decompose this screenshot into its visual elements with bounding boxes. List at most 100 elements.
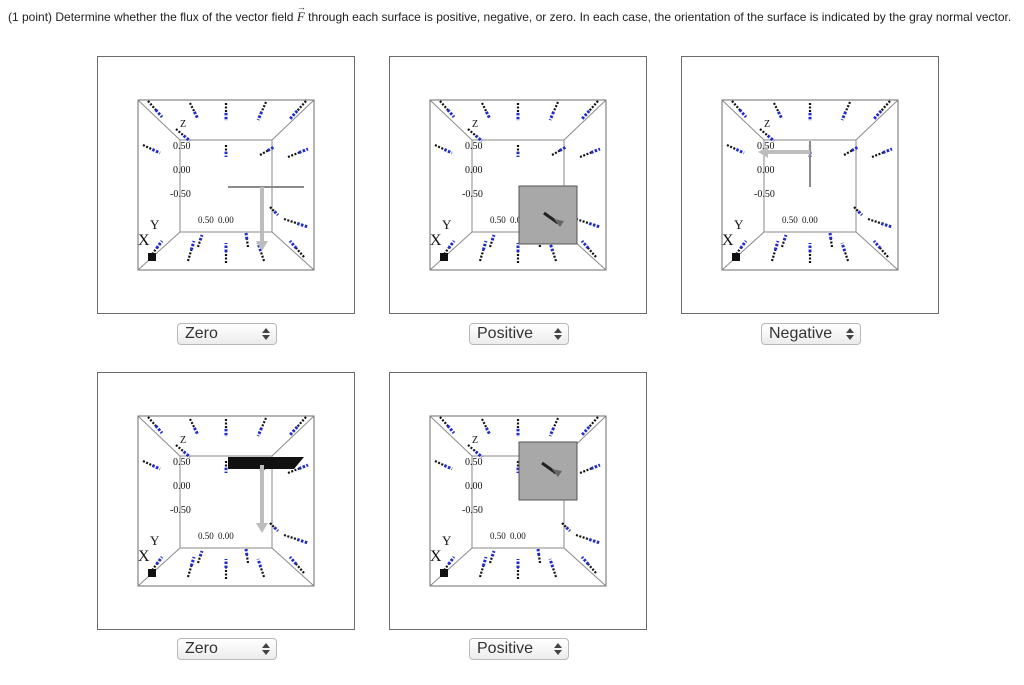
field-arrow-shaft xyxy=(434,144,445,151)
field-arrow-shaft xyxy=(142,460,153,467)
field-arrow-head xyxy=(773,240,780,251)
field-arrow-head xyxy=(828,232,833,240)
box-frame xyxy=(429,415,607,587)
field-arrow-head xyxy=(151,148,161,155)
x-axis-label: X xyxy=(138,548,150,565)
field-arrow-head xyxy=(580,109,591,120)
field-arrow-head xyxy=(490,550,496,557)
field-arrow-shaft xyxy=(189,102,196,113)
frame-edge xyxy=(429,415,473,457)
field-arrow-head xyxy=(198,550,204,557)
answer-select-3[interactable]: Negative xyxy=(761,323,861,345)
z-tick-mid: 0.00 xyxy=(757,165,775,176)
field-arrow-head xyxy=(443,148,453,155)
z-tick-bot: -0.50 xyxy=(170,505,191,516)
normal-vector-shaft xyxy=(541,461,557,475)
field-arrow-head xyxy=(735,148,745,155)
field-arrow-shaft xyxy=(467,128,477,137)
y-axis-label: Y xyxy=(150,533,160,548)
frame-edge xyxy=(429,99,473,141)
frame-edge xyxy=(563,547,607,587)
field-arrow-head xyxy=(244,232,249,240)
normal-vector-head xyxy=(256,523,268,533)
y-tick-b: 0.00 xyxy=(802,215,818,225)
z-tick-top: 0.50 xyxy=(173,457,191,468)
answer-select-5-value: Positive xyxy=(477,640,534,657)
z-tick-top: 0.50 xyxy=(173,141,191,152)
field-arrow-head xyxy=(738,108,748,118)
z-axis-label: Z xyxy=(764,119,770,130)
answer-select-5[interactable]: Positive xyxy=(469,638,569,660)
field-arrow-shaft xyxy=(439,416,449,427)
field-arrow-shaft xyxy=(142,144,153,151)
question-text-before: Determine whether the flux of the vector… xyxy=(52,10,297,24)
field-arrow-head xyxy=(548,558,555,568)
field-arrow-shaft xyxy=(478,249,485,262)
field-arrow-shaft xyxy=(579,151,592,159)
field-arrow-shaft xyxy=(770,249,777,262)
field-arrow-shaft xyxy=(296,100,307,112)
field-arrow-shaft xyxy=(269,522,276,529)
field-arrow-shaft xyxy=(488,556,494,564)
field-arrow-shaft xyxy=(295,563,305,574)
select-arrows-icon xyxy=(554,327,562,341)
field-arrow-head xyxy=(490,234,496,241)
surface xyxy=(758,141,811,187)
frame-edge xyxy=(137,415,181,457)
vector-field xyxy=(726,100,893,263)
field-arrow-shaft xyxy=(296,416,307,428)
field-arrow-shaft xyxy=(575,533,590,541)
field-arrow-shaft xyxy=(245,555,250,564)
field-arrow-head xyxy=(766,134,775,143)
frame-edge xyxy=(721,99,765,141)
answer-select-2[interactable]: Positive xyxy=(469,323,569,345)
z-tick-mid: 0.00 xyxy=(173,165,191,176)
field-arrow-shaft xyxy=(537,555,542,564)
z-tick-top: 0.50 xyxy=(757,141,775,152)
field-arrow-head xyxy=(256,558,263,568)
field-arrow-shaft xyxy=(780,240,786,248)
vector-field xyxy=(434,100,601,263)
field-arrow-head xyxy=(189,240,196,251)
field-arrow-shaft xyxy=(283,217,298,225)
field-arrow-shaft xyxy=(552,101,560,113)
field-arrow-shaft xyxy=(269,206,276,213)
x-axis-label: X xyxy=(430,232,442,249)
answer-select-4[interactable]: Zero xyxy=(177,638,277,660)
field-arrow-head xyxy=(536,548,541,556)
field-arrow-head xyxy=(288,425,299,436)
field-arrow-head xyxy=(154,424,164,434)
answer-select-3-value: Negative xyxy=(769,325,833,342)
field-arrow-head xyxy=(298,147,309,154)
answer-select-1-value: Zero xyxy=(185,325,218,342)
z-tick-bot: -0.50 xyxy=(462,505,483,516)
field-arrow-shaft xyxy=(259,566,266,578)
field-arrow-shaft xyxy=(196,556,202,564)
field-arrow-head xyxy=(273,526,280,533)
surface xyxy=(228,457,304,533)
field-arrow-shaft xyxy=(434,460,445,467)
field-arrow-shaft xyxy=(579,467,592,475)
field-arrow-head xyxy=(558,145,567,152)
field-arrow-head xyxy=(580,240,590,250)
normal-vector-head xyxy=(256,241,268,251)
field-arrow-shaft xyxy=(587,247,597,258)
field-arrow-head xyxy=(189,556,196,567)
field-arrow-head xyxy=(154,108,164,118)
field-arrow-shaft xyxy=(259,250,266,262)
field-arrow-shaft xyxy=(843,149,853,156)
origin-block xyxy=(732,253,740,261)
field-arrow-shaft xyxy=(588,416,599,428)
field-arrow-shaft xyxy=(147,416,157,427)
outer-frame xyxy=(429,99,607,271)
answer-select-1[interactable]: Zero xyxy=(177,323,277,345)
frame-edge xyxy=(271,231,315,271)
field-arrow-shaft xyxy=(551,566,558,578)
y-axis-label: Y xyxy=(442,217,452,232)
